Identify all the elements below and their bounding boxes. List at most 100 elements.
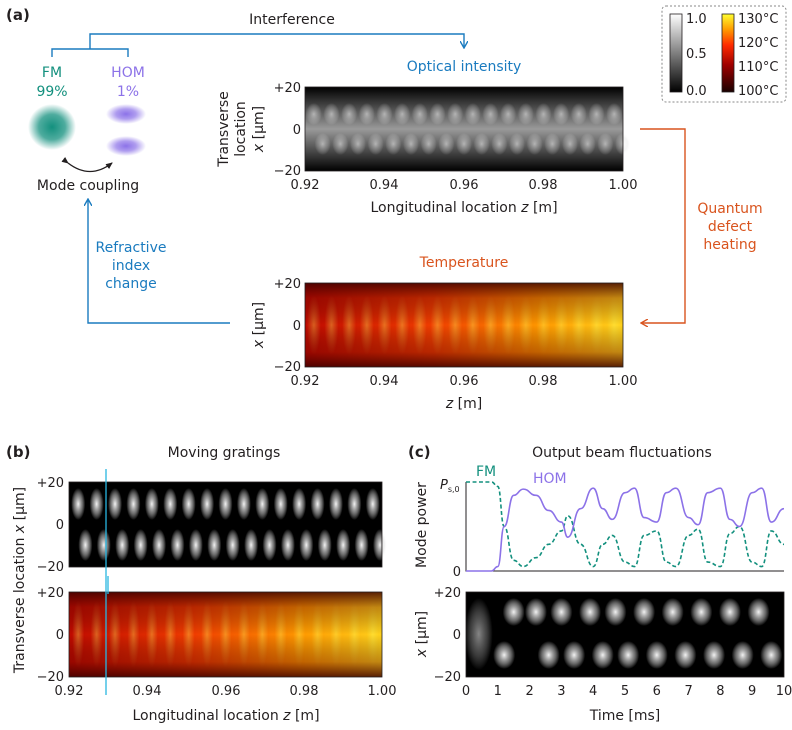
time-tick-label: 6 (653, 684, 661, 699)
grating-lobe-bottom (115, 529, 130, 561)
time-tick-label: 3 (557, 684, 565, 699)
svg-text:0.98: 0.98 (290, 684, 319, 699)
grating-lobe-bottom (152, 529, 167, 561)
svg-text:0: 0 (293, 319, 301, 334)
svg-text:heating: heating (703, 237, 756, 253)
gray-colorbar-tick-max: 1.0 (686, 12, 707, 27)
intensity-lobe (553, 103, 570, 125)
intensity-lobe (544, 133, 561, 155)
beam-lobe-bottom (537, 641, 560, 669)
beam-lobe-bottom (493, 641, 516, 669)
beam-lobe-bottom (591, 641, 614, 669)
beam-lobe-top (604, 598, 627, 626)
grating-lobe-bottom (78, 529, 93, 561)
optical-intensity-map (304, 86, 631, 172)
grating-lobe-top (126, 488, 141, 520)
mode-coupling-label: Mode coupling (37, 178, 139, 194)
intensity-lobe (500, 103, 517, 125)
svg-text:0.96: 0.96 (450, 178, 479, 193)
svg-text:−20: −20 (274, 360, 301, 375)
grating-lobe-bottom (354, 529, 369, 561)
fm-legend-label: FM (476, 464, 496, 480)
beam-lobe-top (690, 598, 713, 626)
intensity-lobe (570, 103, 587, 125)
grating-lobe-top (236, 488, 251, 520)
intensity-lobe (403, 133, 419, 155)
svg-text:0.92: 0.92 (55, 684, 84, 699)
panel-b-bottom-yticks: +20 0 −20 (37, 586, 64, 685)
beam-lobe-top (661, 598, 684, 626)
grating-lobe-top (144, 488, 159, 520)
svg-text:0.94: 0.94 (370, 374, 399, 389)
intensity-lobe (579, 133, 596, 155)
intensity-lobe (332, 133, 349, 155)
grating-lobe-top (292, 488, 307, 520)
fm-mode-profile (28, 104, 76, 150)
intensity-lobe (420, 133, 437, 155)
hom-mode-lobe-bottom (106, 136, 146, 156)
moving-grating-intensity-map (68, 481, 387, 568)
grating-lobe-top (365, 488, 380, 520)
intensity-lobe (376, 103, 393, 125)
svg-text:Quantum: Quantum (697, 201, 762, 217)
intensity-lobe (394, 103, 411, 125)
series-line-hom (465, 487, 785, 572)
svg-text:+20: +20 (274, 81, 301, 96)
svg-text:0.94: 0.94 (133, 684, 162, 699)
time-tick-label: 10 (776, 684, 792, 699)
svg-text:+20: +20 (434, 586, 461, 601)
series-line-fm (466, 481, 785, 568)
optical-intensity-xticks: 0.92 0.94 0.96 0.98 1.00 (291, 178, 638, 193)
beam-lobe-bottom (563, 641, 586, 669)
intensity-lobe (473, 133, 490, 155)
intensity-lobe (367, 133, 384, 155)
svg-text:+20: +20 (37, 476, 64, 491)
time-tick-label: 5 (621, 684, 629, 699)
heating-arrow (640, 128, 686, 323)
beam-lobe-top (579, 598, 602, 626)
time-tick-label: 9 (748, 684, 756, 699)
quantum-defect-heating-label: Quantum defect heating (697, 201, 762, 253)
beam-lobe-bottom (674, 641, 697, 669)
interference-label: Interference (249, 12, 335, 28)
time-tick-label: 2 (525, 684, 533, 699)
beam-lobe-top (502, 598, 525, 626)
time-tick-label: 7 (684, 684, 692, 699)
beam-lobe-top (550, 598, 573, 626)
svg-text:0: 0 (56, 628, 64, 643)
grating-lobe-bottom (207, 529, 222, 561)
grating-lobe-top (163, 488, 178, 520)
panel-b-title: Moving gratings (168, 445, 281, 461)
grating-lobe-bottom (299, 529, 314, 561)
panel-c-title: Output beam fluctuations (532, 445, 712, 461)
grating-lobe-top (218, 488, 233, 520)
optical-intensity-title: Optical intensity (407, 59, 522, 75)
svg-text:1.00: 1.00 (368, 684, 397, 699)
mode-coupling-arrow (61, 156, 113, 173)
interference-connector (51, 33, 464, 57)
svg-text:change: change (105, 276, 157, 292)
svg-text:−20: −20 (434, 670, 461, 685)
intensity-lobe (562, 133, 578, 155)
feedback-arrow (88, 200, 230, 324)
temperature-title: Temperature (419, 255, 509, 271)
intensity-lobe (447, 103, 464, 125)
beam-lobe-top (633, 598, 656, 626)
svg-text:Transverse: Transverse (216, 91, 232, 168)
svg-text:0.96: 0.96 (450, 374, 479, 389)
svg-text:x [µm]: x [µm] (251, 106, 267, 153)
intensity-lobe (464, 103, 481, 125)
intensity-lobe (482, 103, 499, 125)
svg-text:0.92: 0.92 (291, 374, 320, 389)
ps0-tick-label: Ps,0 (440, 478, 460, 494)
temperature-ylabel: x [µm] (251, 302, 267, 349)
grating-lobe-bottom (317, 529, 332, 561)
panel-b-xticks: 0.92 0.94 0.96 0.98 1.00 (55, 684, 397, 699)
time-tick-label: 1 (494, 684, 502, 699)
beam-lobe-top (747, 598, 770, 626)
svg-text:−20: −20 (37, 670, 64, 685)
beam-lobe-bottom (645, 641, 668, 669)
time-tick-label: 8 (716, 684, 724, 699)
output-beam-map (464, 591, 785, 678)
